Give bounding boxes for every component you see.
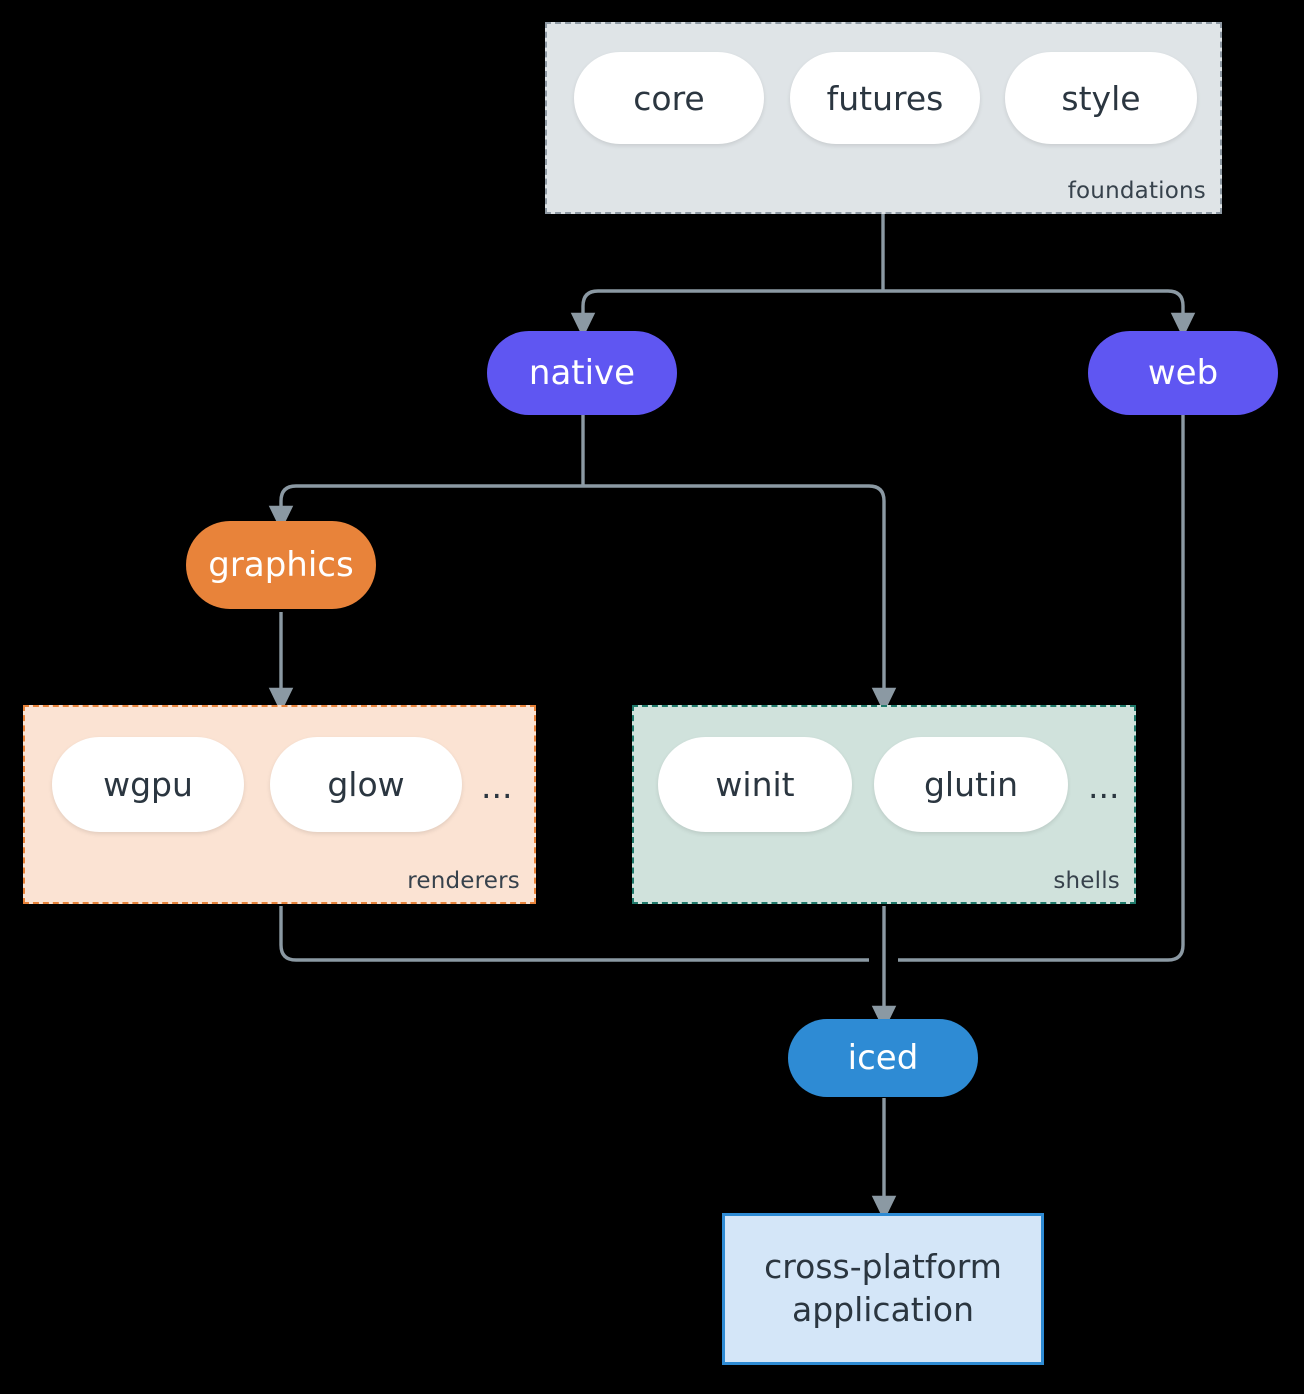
cluster-renderers-items: wgpu glow ...	[25, 707, 534, 902]
edge-foundations-to-web	[883, 289, 1196, 338]
node-iced[interactable]: iced	[788, 1019, 978, 1097]
edge-renderers-to-bus	[279, 906, 869, 962]
pill-wgpu-label: wgpu	[103, 765, 193, 804]
pill-style-label: style	[1061, 78, 1141, 118]
node-app-label-line1: cross-platform	[764, 1247, 1002, 1287]
edge-foundations-to-native	[570, 289, 883, 338]
pill-core[interactable]: core	[574, 52, 764, 144]
node-app-label-line2: application	[791, 1290, 975, 1329]
cluster-shells-label: shells	[1053, 868, 1120, 894]
node-web-label: web	[1147, 353, 1219, 393]
pill-winit[interactable]: winit	[658, 737, 852, 832]
node-native[interactable]: native	[487, 331, 677, 415]
pill-winit-label: winit	[715, 765, 795, 804]
pill-futures[interactable]: futures	[790, 52, 980, 144]
cluster-renderers: wgpu glow ... renderers	[23, 705, 536, 904]
node-cross-platform-application[interactable]: cross-platform application	[722, 1213, 1044, 1365]
cluster-shells-items: winit glutin ...	[634, 707, 1134, 902]
pill-glutin-label: glutin	[923, 765, 1019, 804]
edge-native-to-shells	[583, 484, 897, 713]
pill-glow-label: glow	[327, 765, 405, 804]
edge-native-to-graphics	[268, 484, 583, 531]
pill-glow[interactable]: glow	[270, 737, 462, 832]
node-graphics[interactable]: graphics	[186, 521, 376, 609]
cluster-renderers-label: renderers	[407, 868, 520, 894]
cluster-foundations: core futures style foundations	[545, 22, 1222, 214]
node-iced-label: iced	[847, 1038, 919, 1078]
node-web[interactable]: web	[1088, 331, 1278, 415]
cluster-foundations-items: core futures style	[547, 24, 1220, 212]
pill-glutin[interactable]: glutin	[874, 737, 1068, 832]
cluster-shells: winit glutin ... shells	[632, 705, 1136, 904]
pill-core-label: core	[633, 78, 705, 118]
cluster-foundations-label: foundations	[1067, 178, 1206, 204]
pill-style[interactable]: style	[1005, 52, 1197, 144]
pill-futures-label: futures	[826, 78, 944, 118]
pill-wgpu[interactable]: wgpu	[52, 737, 244, 832]
renderers-overflow-ellipsis: ...	[481, 767, 513, 806]
shells-overflow-ellipsis: ...	[1088, 767, 1120, 806]
node-native-label: native	[528, 353, 636, 393]
node-graphics-label: graphics	[208, 545, 354, 585]
